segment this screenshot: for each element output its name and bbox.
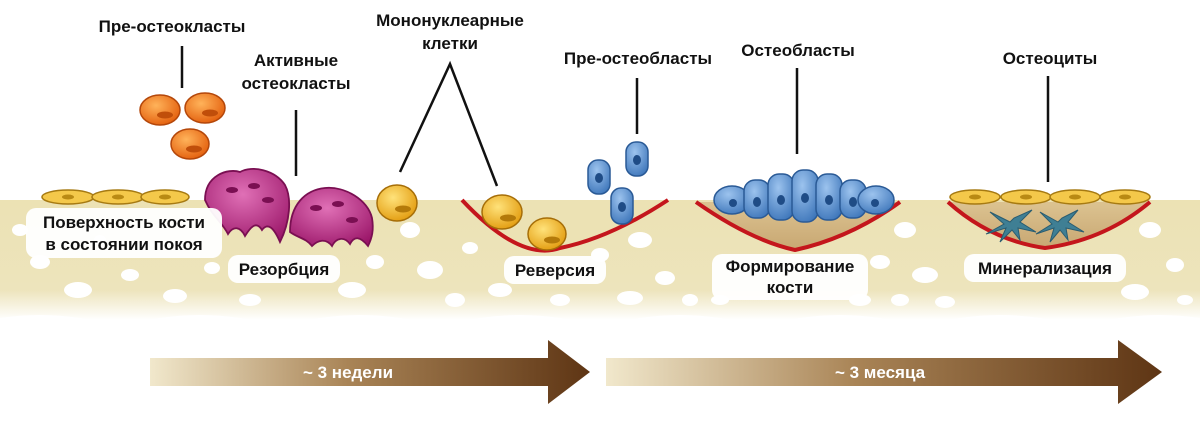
label-pre-osteoblasts: Пре-остеобласты [564,49,712,68]
mononuclear-cell [527,217,567,251]
osteoclast-cell [289,187,374,248]
osteocyte-cell [985,209,1037,243]
stage-label-mineralization: Минерализация [964,254,1126,282]
label-osteocytes: Остеоциты [1003,49,1098,68]
cement-line [946,200,1152,251]
label-mononuclear-1: Мононуклеарные [376,11,524,30]
stage-formation-line1: Формирование [726,257,855,276]
timeline-arrow-weeks: ~ 3 недели [150,340,590,404]
stage-label-reversal: Реверсия [504,256,606,284]
stage-label-rest: Поверхность кости в состоянии покоя [26,208,222,258]
mineralization-pit [946,200,1152,251]
pre-osteoclast-cell [170,128,210,160]
osteoblasts [713,169,895,223]
stage-resorption: Резорбция [239,260,330,279]
stage-rest-line1: Поверхность кости [43,213,205,232]
timeline-weeks-label: ~ 3 недели [303,363,393,382]
cement-line [694,200,902,253]
stage-reversal: Реверсия [515,261,595,280]
lining-cells-rest [41,189,190,205]
mononuclear-cell [376,184,418,222]
pre-osteoclast-cell [139,94,181,126]
leader-lines [180,46,1050,187]
label-mononuclear-2: клетки [422,34,478,53]
cement-line [460,198,670,253]
stage-label-resorption: Резорбция [228,255,340,283]
osteoclast-cell [204,168,291,245]
pre-osteoclast-cell [184,92,226,124]
label-active-osteoclasts-2: остеокласты [241,74,350,93]
label-osteoblasts: Остеобласты [741,41,854,60]
label-active-osteoclasts-1: Активные [254,51,338,70]
stage-formation-line2: кости [767,278,814,297]
label-pre-osteoclasts: Пре-остеокласты [99,17,246,36]
stage-mineralization: Минерализация [978,259,1112,278]
mineralization-cells [949,189,1151,243]
timeline-months-label: ~ 3 месяца [835,363,926,382]
pre-osteoclasts [139,92,226,160]
stage-label-formation: Формирование кости [712,254,868,300]
timeline-arrow-months: ~ 3 месяца [606,340,1162,404]
osteocyte-cell [1035,209,1085,243]
mononuclear-cell [481,194,523,230]
pre-osteoblasts [587,141,649,225]
mononuclear-cells [376,184,567,251]
active-osteoclasts [204,168,374,248]
stage-rest-line2: в состоянии покоя [45,235,202,254]
